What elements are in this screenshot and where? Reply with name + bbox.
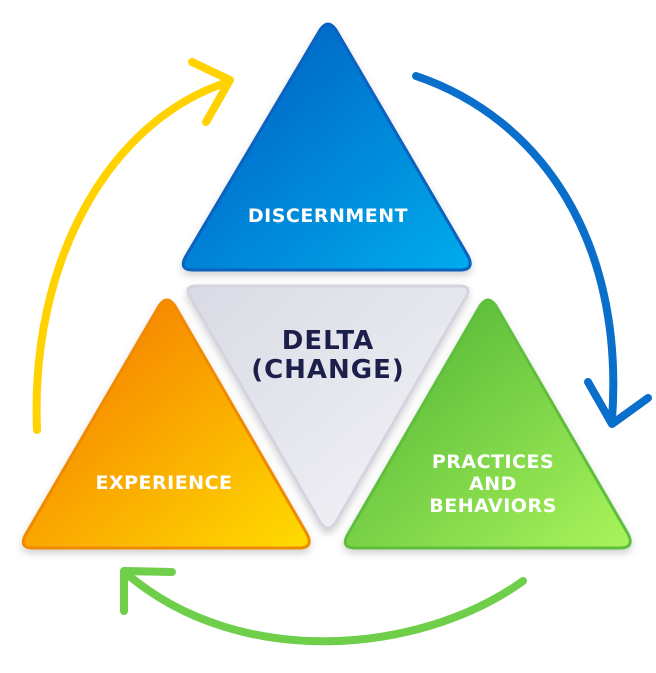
arrow-arc <box>123 570 527 646</box>
node-practices-and-behaviors <box>343 298 632 550</box>
arrow-experience-to-discernment <box>32 58 234 434</box>
arrow-practices-to-experience <box>120 567 527 646</box>
node-label-discernment: DISCERNMENT <box>248 205 408 227</box>
node-label-practices-line1: PRACTICES <box>432 451 554 473</box>
arrowhead-icon <box>584 378 652 428</box>
arrow-arc <box>412 72 618 424</box>
node-experience <box>21 298 311 550</box>
center-label-line1: DELTA <box>282 326 374 356</box>
node-discernment <box>181 22 472 272</box>
center-triangle-delta <box>186 284 470 530</box>
node-label-practices-line3: BEHAVIORS <box>429 495 557 517</box>
node-label-practices-line2: AND <box>469 473 517 495</box>
center-label-line2: (CHANGE) <box>251 355 405 385</box>
node-label-experience: EXPERIENCE <box>95 472 232 494</box>
arrowhead-icon <box>120 567 176 615</box>
arrowhead-icon <box>188 58 234 126</box>
arrow-arc <box>32 78 232 434</box>
arrow-discernment-to-practices <box>412 72 652 428</box>
